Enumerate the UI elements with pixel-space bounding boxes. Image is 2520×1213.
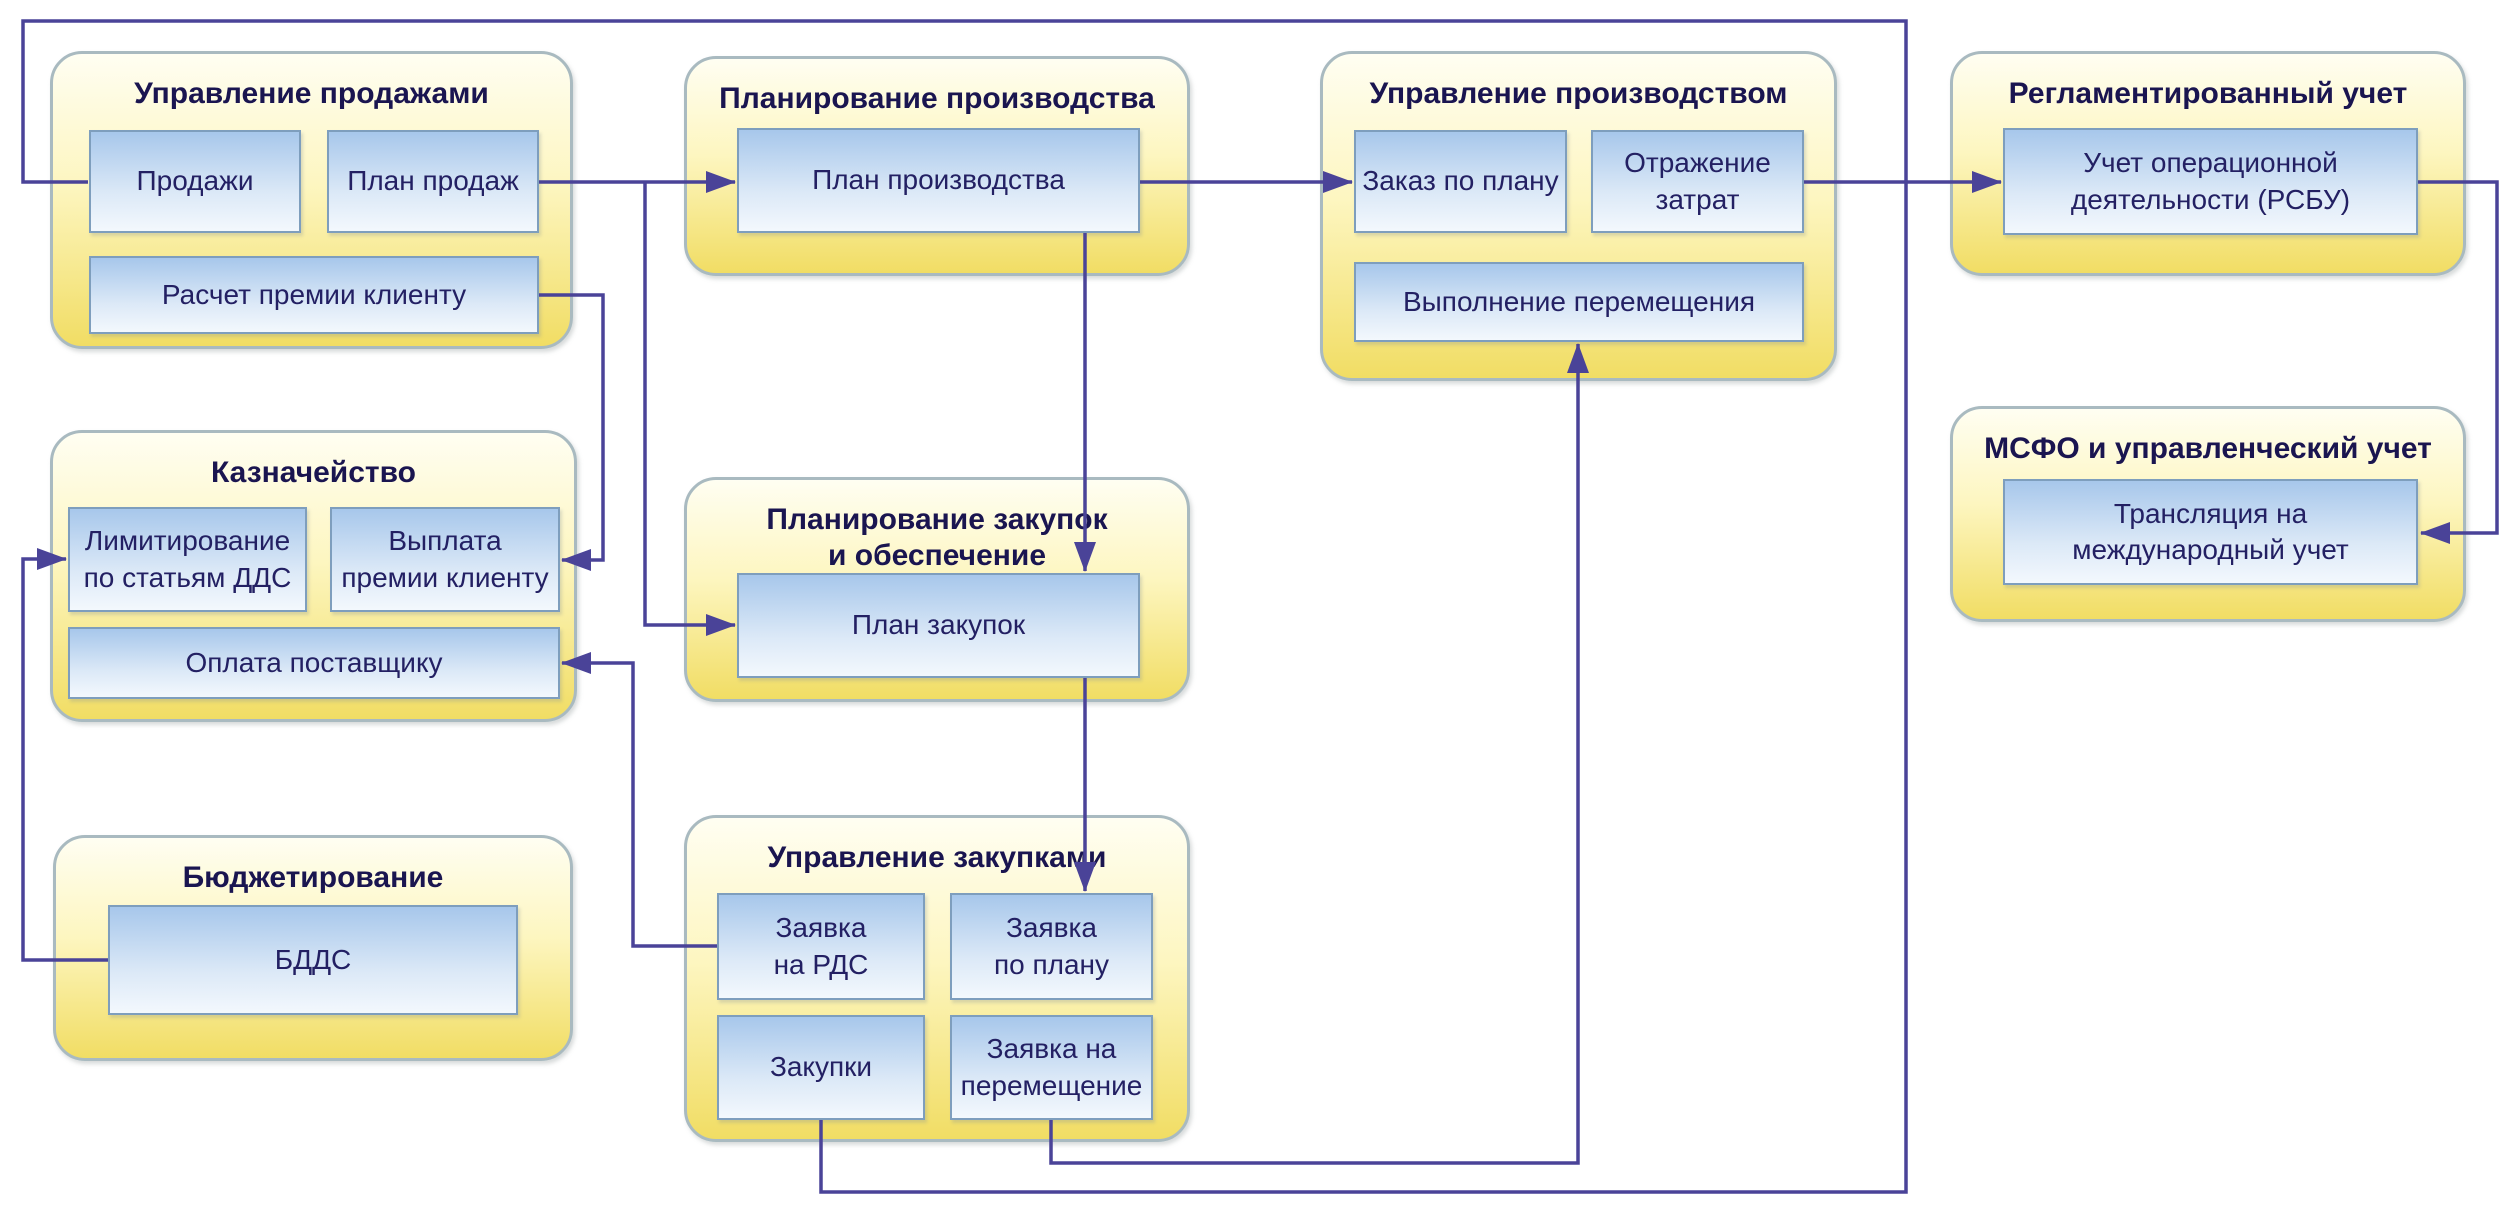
node-label: по плану bbox=[993, 948, 1110, 980]
node-label: Закупки bbox=[769, 1051, 873, 1083]
node-label: деятельности (РСБУ) bbox=[2070, 183, 2351, 215]
node-bdds: БДДС bbox=[108, 905, 518, 1015]
node-cash-flow-limiting: Лимитирование по статьям ДДС bbox=[68, 507, 307, 612]
container-title-production-management: Управление производством bbox=[1323, 76, 1834, 112]
title-line: Регламентированный учет bbox=[2008, 77, 2408, 110]
node-label: Заявка bbox=[775, 912, 867, 944]
title-line: МСФО и управленческий учет bbox=[1984, 432, 2432, 465]
node-label: Отражение bbox=[1624, 147, 1771, 179]
node-label: международный учет bbox=[2072, 534, 2349, 565]
node-label: План закупок bbox=[851, 609, 1026, 641]
node-procurement-plan: План закупок bbox=[737, 573, 1140, 678]
title-line: Планирование производства bbox=[719, 82, 1155, 115]
node-label: перемещение bbox=[960, 1069, 1143, 1101]
container-title-production-planning: Планирование производства bbox=[687, 81, 1187, 117]
title-line: Бюджетирование bbox=[182, 861, 444, 894]
node-transfer-execution: Выполнение перемещения bbox=[1354, 262, 1804, 342]
node-label: Выплата bbox=[388, 525, 502, 557]
node-client-bonus-calculation: Расчет премии клиенту bbox=[89, 256, 539, 334]
title-line: Управление производством bbox=[1369, 77, 1788, 110]
node-label: Расчет премии клиенту bbox=[161, 278, 467, 310]
node-sales-plan: План продаж bbox=[327, 130, 539, 233]
node-production-plan: План производства bbox=[737, 128, 1140, 233]
node-label: по статьям ДДС bbox=[83, 561, 292, 593]
container-title-ifrs-management-accounting: МСФО и управленческий учет bbox=[1953, 431, 2463, 467]
container-title-procurement-management: Управление закупками bbox=[687, 840, 1187, 876]
container-title-sales-management: Управление продажами bbox=[53, 76, 570, 112]
title-line: Управление закупками bbox=[767, 841, 1107, 874]
node-label: Выполнение перемещения bbox=[1402, 285, 1755, 317]
node-client-bonus-payment: Выплата премии клиенту bbox=[330, 507, 560, 612]
node-label: Лимитирование bbox=[84, 525, 291, 557]
node-label: План продаж bbox=[347, 165, 519, 197]
node-label: Заявка bbox=[1006, 912, 1097, 944]
container-title-treasury: Казначейство bbox=[53, 455, 574, 491]
title-line: Казначейство bbox=[211, 456, 416, 489]
container-title-regulated-accounting: Регламентированный учет bbox=[1953, 76, 2463, 112]
node-label: затрат bbox=[1655, 183, 1740, 215]
node-transfer-request: Заявка на перемещение bbox=[950, 1015, 1153, 1120]
node-label: Заявка на bbox=[986, 1033, 1117, 1065]
node-label: БДДС bbox=[274, 943, 352, 975]
node-label: на РДС bbox=[773, 948, 869, 980]
node-label: Оплата поставщику bbox=[185, 646, 443, 678]
title-line: и обеспечение bbox=[827, 539, 1046, 572]
node-rsbu-accounting: Учет операционной деятельности (РСБУ) bbox=[2003, 128, 2418, 235]
node-label: Продажи bbox=[136, 165, 254, 197]
node-order-by-plan: Заказ по плану bbox=[1354, 130, 1567, 233]
node-sales: Продажи bbox=[89, 130, 301, 233]
node-rds-request: Заявка на РДС bbox=[717, 893, 925, 1000]
node-purchases: Закупки bbox=[717, 1015, 925, 1120]
node-label: Заказ по плану bbox=[1362, 165, 1559, 197]
node-supplier-payment: Оплата поставщику bbox=[68, 627, 560, 699]
node-label: премии клиенту bbox=[341, 561, 549, 593]
node-label: План производства bbox=[812, 164, 1065, 196]
node-cost-reflection: Отражение затрат bbox=[1591, 130, 1804, 233]
container-title-budgeting: Бюджетирование bbox=[56, 860, 570, 896]
node-request-by-plan: Заявка по плану bbox=[950, 893, 1153, 1000]
node-label: Трансляция на bbox=[2113, 497, 2308, 529]
node-label: Учет операционной bbox=[2083, 147, 2338, 179]
node-ifrs-translation: Трансляция на международный учет bbox=[2003, 479, 2418, 585]
title-line: Управление продажами bbox=[134, 77, 489, 110]
title-line: Планирование закупок bbox=[766, 503, 1108, 536]
